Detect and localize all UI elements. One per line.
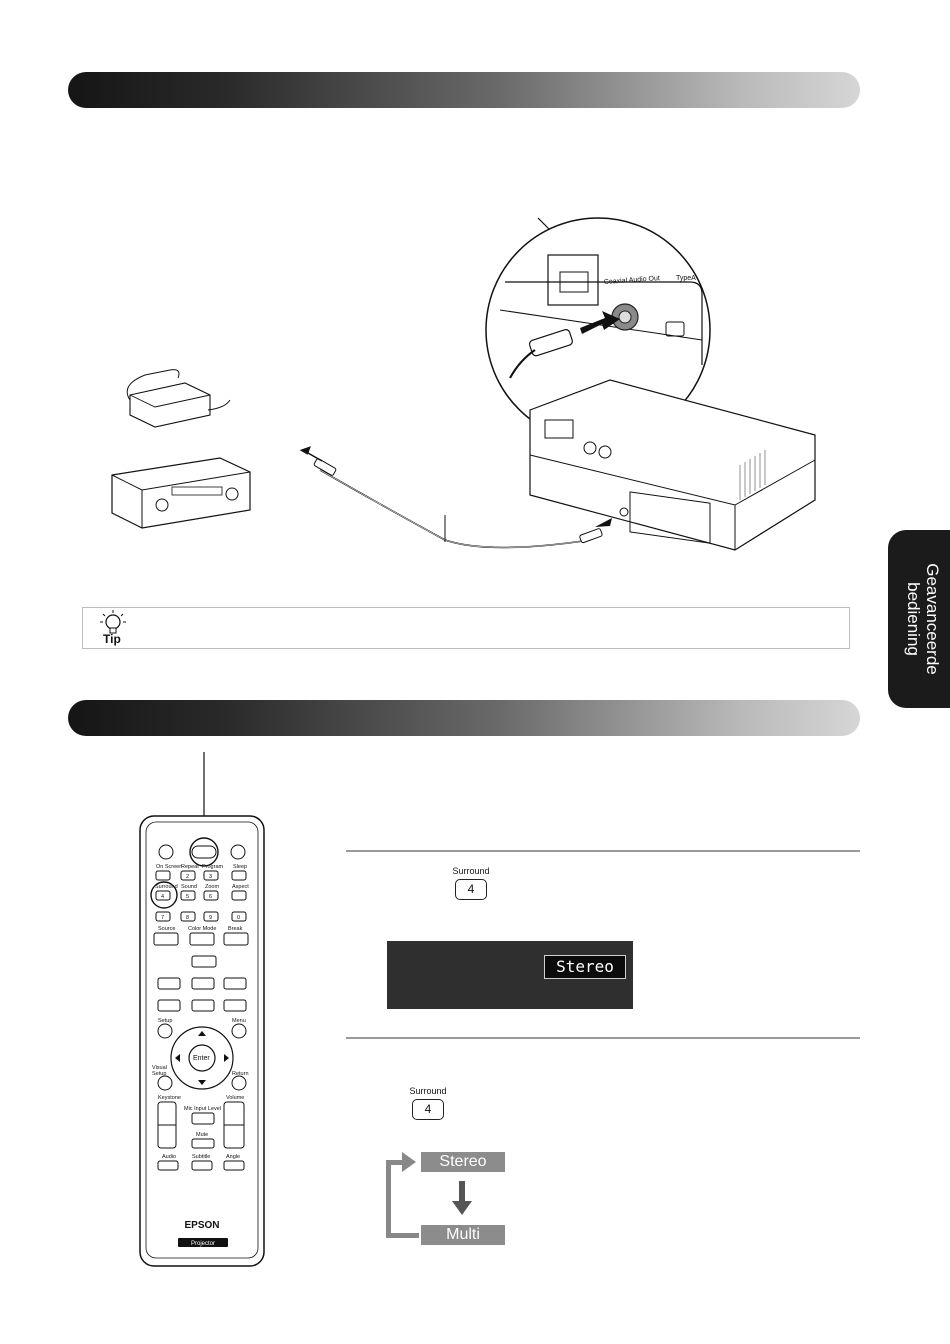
cycle-arrow-right-icon	[402, 1152, 416, 1172]
remote-label-sound: Sound	[181, 884, 197, 890]
remote-key-2: 2	[186, 874, 189, 880]
osd-screen: Stereo	[387, 941, 633, 1009]
tip-box: Tip	[82, 607, 850, 649]
remote-label-source: Source	[158, 926, 175, 932]
remote-label-on-screen: On Screen	[156, 864, 182, 870]
remote-key-8: 8	[186, 915, 189, 921]
mode-chip-multi: Multi	[421, 1225, 505, 1245]
remote-brand: EPSON	[184, 1220, 219, 1231]
remote-label-program: Program	[202, 864, 224, 870]
tip-label: Tip	[103, 632, 121, 646]
remote-label-mute: Mute	[196, 1132, 208, 1138]
remote-label-subtitle: Subtitle	[192, 1154, 210, 1160]
remote-label-volume: Volume	[226, 1095, 244, 1101]
cycle-bracket-top	[386, 1160, 406, 1165]
remote-label-aspect: Aspect	[232, 884, 249, 890]
remote-key-9: 9	[209, 915, 212, 921]
remote-key-7: 7	[161, 915, 164, 921]
cycle-bracket-bottom	[386, 1233, 419, 1238]
side-tab-label: Geavanceerde bediening	[904, 563, 942, 675]
remote-badge: Projector	[191, 1241, 215, 1247]
connection-illustration: Coaxial Audio Out TypeA	[111, 217, 816, 551]
remote-label-visual: Visual	[152, 1065, 167, 1071]
remote-key-5: 5	[186, 894, 189, 900]
cycle-bracket-vertical	[386, 1160, 391, 1238]
usb-label: TypeA	[676, 275, 696, 282]
mode-chip-stereo: Stereo	[421, 1152, 505, 1172]
step-1-divider	[346, 850, 860, 852]
osd-surround-value: Stereo	[544, 955, 626, 979]
remote-label-color-mode: Color Mode	[188, 926, 216, 932]
remote-label-setup: Setup	[158, 1018, 172, 1024]
remote-key-4: 4	[161, 894, 164, 900]
remote-label-menu: Menu	[232, 1018, 246, 1024]
remote-label-sleep: Sleep	[233, 864, 247, 870]
remote-label-surround: Surround	[155, 884, 178, 890]
remote-label-zoom: Zoom	[205, 884, 219, 890]
remote-key-3: 3	[209, 874, 212, 880]
coaxial-label: Coaxial Audio Out	[604, 275, 660, 286]
remote-label-visual-setup: Setup	[152, 1071, 166, 1077]
remote-label-mic-input-level: Mic Input Level	[184, 1106, 221, 1112]
arrow-down-icon	[452, 1181, 472, 1215]
remote-label-keystone: Keystone	[158, 1095, 181, 1101]
step-1-surround-key: Surround 4	[450, 866, 492, 900]
surround-highlight-ring	[150, 881, 178, 909]
remote-label-repeat: Repeat	[181, 864, 199, 870]
remote-control: On Screen Repeat Program Sleep 2 3 4 5 6…	[139, 752, 265, 1267]
step-2-divider	[346, 1037, 860, 1039]
remote-label-enter: Enter	[193, 1055, 210, 1062]
lightbulb-icon	[100, 610, 126, 634]
remote-label-break: Break	[228, 926, 243, 932]
step-2-surround-key: Surround 4	[407, 1086, 449, 1120]
remote-label-return: Return	[232, 1071, 249, 1077]
section-header-bar-surround	[68, 700, 860, 736]
remote-label-audio: Audio	[162, 1154, 176, 1160]
remote-label-angle: Angle	[226, 1154, 240, 1160]
remote-key-0: 0	[237, 915, 240, 921]
remote-key-6: 6	[209, 894, 212, 900]
section-header-bar-coaxial	[68, 72, 860, 108]
side-tab: Geavanceerde bediening	[888, 530, 950, 708]
